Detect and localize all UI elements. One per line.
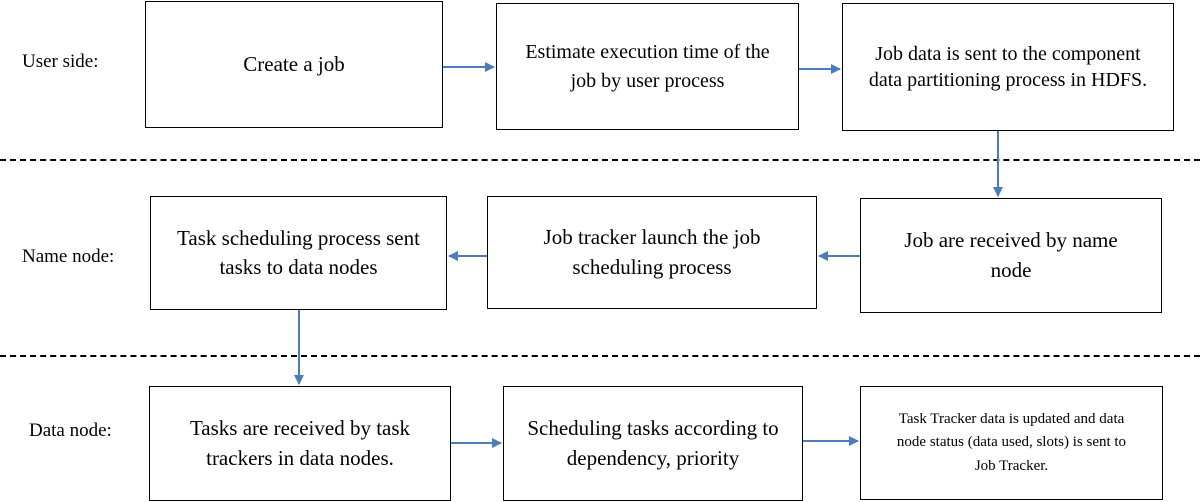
box-task-scheduling-process: Task scheduling process sent tasks to da… — [150, 196, 447, 310]
box-job-data-sent-text: Job data is sent to the component data p… — [868, 43, 1148, 91]
box-job-tracker-launch-text: Job tracker launch the job scheduling pr… — [543, 225, 761, 279]
box-job-received-by-name-node: Job are received by name node — [860, 198, 1162, 313]
box-job-tracker-launch: Job tracker launch the job scheduling pr… — [487, 196, 817, 309]
lane-label-data-node: Data node: — [29, 420, 112, 441]
box-task-tracker-updated: Task Tracker data is updated and data no… — [860, 386, 1163, 500]
box-job-data-sent: Job data is sent to the component data p… — [842, 3, 1174, 131]
box-estimate-execution-time-text: Estimate execution time of the job by us… — [525, 40, 770, 92]
box-estimate-execution-time: Estimate execution time of the job by us… — [496, 3, 799, 130]
box-tasks-received: Tasks are received by task trackers in d… — [149, 386, 451, 501]
lane-divider-bottom — [0, 355, 1200, 357]
box-job-received-by-name-node-text: Job are received by name node — [904, 228, 1118, 282]
box-task-tracker-updated-text: Task Tracker data is updated and data no… — [896, 411, 1127, 474]
box-scheduling-tasks: Scheduling tasks according to dependency… — [503, 386, 803, 501]
box-create-job-text: Create a job — [243, 52, 345, 76]
lane-divider-top — [0, 159, 1200, 161]
lane-label-name-node: Name node: — [22, 246, 115, 267]
lane-label-user-side: User side: — [22, 51, 99, 72]
box-create-job: Create a job — [145, 1, 443, 128]
box-tasks-received-text: Tasks are received by task trackers in d… — [189, 416, 411, 470]
box-scheduling-tasks-text: Scheduling tasks according to dependency… — [527, 416, 779, 470]
box-task-scheduling-process-text: Task scheduling process sent tasks to da… — [177, 225, 420, 279]
